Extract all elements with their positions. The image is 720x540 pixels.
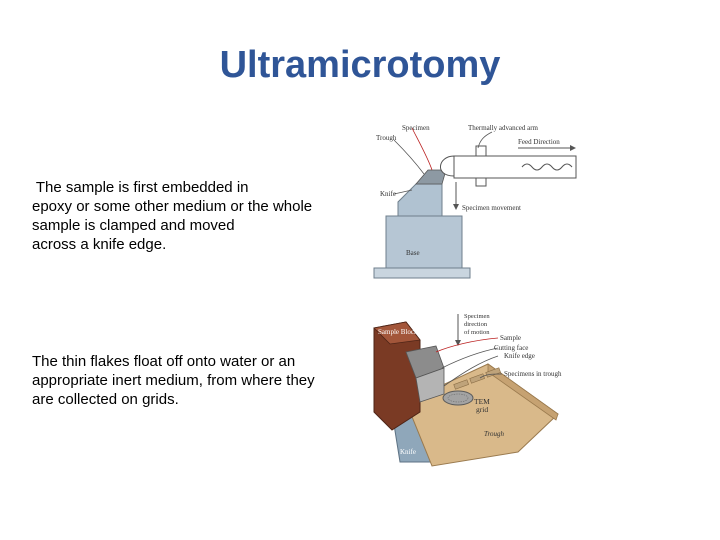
knife-holder [397,183,443,217]
label-knife: Knife [380,190,396,198]
label-direction-3: of motion [464,329,490,336]
direction-arrowhead [455,340,461,346]
paragraph-line: The thin flakes float off onto water or … [32,353,296,370]
paragraph-line: The sample is first embedded in [32,179,249,196]
movement-arrowhead [453,204,459,210]
trough-shape [415,169,447,185]
label-sample-block: Sample Block [378,328,418,336]
label-knife: Knife [400,448,416,456]
leader-line [443,355,499,387]
paragraph-line: are collected on grids. [32,391,179,408]
label-movement: Specimen movement [462,204,521,212]
base-plate [373,267,471,279]
label-tem: TEM [474,397,490,406]
slide-title: Ultramicrotomy [219,44,501,86]
feed-arrowhead [570,145,576,151]
label-direction-1: Specimen [464,313,490,320]
tem-grid-icon [442,390,474,406]
label-knife-edge: Knife edge [504,352,535,360]
leader-line [435,337,499,353]
trough-side [487,363,559,421]
paragraph-embedding: The sample is first embedded in epoxy or… [32,178,312,254]
paragraph-collection: The thin flakes float off onto water or … [32,352,315,409]
label-grid: grid [476,405,488,414]
arm-shaft [453,155,577,179]
base-block [385,215,463,269]
paragraph-line: appropriate inert medium, from where the… [32,372,315,389]
sectioning-diagram: Sample Block Specimen direction of motio… [373,313,562,467]
leader-line [477,131,493,149]
label-direction-2: direction [464,321,488,328]
paragraph-line: sample is clamped and moved [32,217,235,234]
section-flake [453,379,469,390]
label-arm: Thermally advanced arm [468,124,539,132]
label-sample: Sample [500,334,521,342]
ultramicrotome-diagram: Specimen Trough Thermally advanced arm F… [373,124,577,279]
label-trough: Trough [376,134,397,142]
label-specimen: Specimen [402,124,430,132]
paragraph-line: epoxy or some other medium or the whole [32,198,313,215]
arm-spring [521,163,573,171]
leader-line [479,373,503,379]
leader-line [411,127,433,171]
label-cutting-face: Cutting face [494,344,528,352]
label-base: Base [406,249,420,257]
paragraph-line: across a knife edge. [32,236,167,253]
label-feed: Feed Direction [518,138,560,146]
cutting-face [415,367,445,403]
label-trough: Trough [484,430,504,438]
leader-line [393,139,425,175]
sample-block-top [373,321,421,345]
leader-line [441,347,499,369]
leader-line [393,189,413,195]
tem-grid-mesh [447,393,469,403]
label-specimens-trough: Specimens in trough [504,370,562,378]
